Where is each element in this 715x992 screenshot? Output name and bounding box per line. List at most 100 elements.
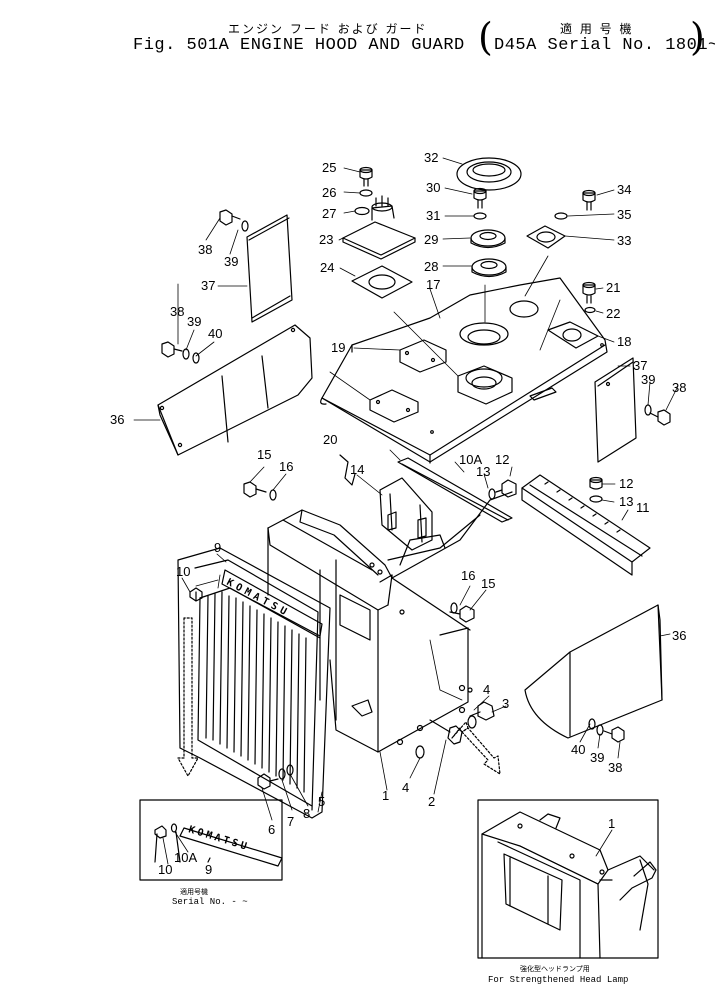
- callout-24: 23: [319, 232, 333, 247]
- arrow-diagonal: [451, 721, 501, 775]
- side-cover-right-37: [524, 604, 663, 739]
- bolt-39-left: [161, 341, 183, 358]
- washer-14-top: [488, 488, 496, 500]
- inset-right-caption-jp: 強化型ヘッドランプ用: [520, 965, 590, 973]
- title-japanese: エンジン フード および ガード: [228, 22, 428, 36]
- washer-40-right: [644, 404, 652, 416]
- bolt-31: [473, 187, 487, 209]
- washer-7: [278, 768, 286, 780]
- callout-36: 35: [617, 207, 631, 222]
- callout-13-right: 12: [619, 476, 633, 491]
- washer-40-top: [241, 220, 249, 232]
- washer-28: [354, 206, 370, 216]
- callout-labels: 32 30 31 29 28 34 35 33 25 26 27 23 24 1…: [110, 150, 686, 877]
- callout-32: 31: [426, 208, 440, 223]
- bolt-26: [359, 166, 373, 187]
- inset-left-badge: [154, 823, 283, 867]
- callout-20: 19: [331, 340, 345, 355]
- inset-left-serial-label: Serial No. - ~: [172, 897, 248, 907]
- inset-right-frame: [477, 799, 659, 959]
- washer-17-mid: [450, 602, 458, 614]
- bolt-13-top: [495, 479, 517, 498]
- washer-17-top: [269, 489, 277, 501]
- callout-8: 8: [303, 806, 310, 821]
- callout-40-left: 39: [187, 314, 201, 329]
- inset-badge-text: KOMATSU: [187, 824, 251, 853]
- rail-11: [397, 457, 513, 523]
- callout-37-left: 36: [110, 412, 124, 427]
- bolt-39-right: [649, 409, 671, 426]
- callout-7: 7: [287, 814, 294, 829]
- callout-40-top: 39: [224, 254, 238, 269]
- washer-41-bottom: [588, 718, 596, 730]
- callout-40-bottom: 39: [590, 750, 604, 765]
- washer-41-left: [192, 352, 200, 364]
- hinge-bar-12: [521, 474, 651, 576]
- applicable-serial: D45A Serial No. 1801~: [494, 36, 715, 55]
- inset-left-frame: [139, 799, 283, 881]
- callout-28: 27: [322, 206, 336, 221]
- bolt-39-top: [219, 209, 241, 226]
- inset-right-caption: For Strengthened Head Lamp: [488, 975, 629, 985]
- callout-1: 1: [382, 788, 389, 803]
- callout-23: 22: [606, 306, 620, 321]
- callout-14-right: 13: [619, 494, 633, 509]
- callout-21: 20: [323, 432, 337, 447]
- callout-30: 29: [424, 232, 438, 247]
- flange-30: [470, 229, 506, 249]
- bolt-22: [582, 281, 596, 304]
- applicable-japanese: 適 用 号 機: [560, 22, 634, 36]
- callout-39-right: 38: [672, 380, 686, 395]
- callout-16-top: 15: [257, 447, 271, 462]
- callout-33: 32: [424, 150, 438, 165]
- callout-11: 10A: [459, 452, 482, 467]
- callout-37-right: 36: [672, 628, 686, 643]
- bracket-15: [379, 477, 433, 551]
- washer-27: [359, 189, 373, 197]
- callout-10-top: 10: [176, 564, 190, 579]
- side-cover-left-37: [157, 324, 313, 456]
- callout-15: 14: [350, 462, 364, 477]
- bracket-21: [339, 454, 356, 486]
- inset-left-leaders: [162, 831, 189, 865]
- washer-40-left: [182, 348, 190, 360]
- washer-4-upper: [467, 715, 477, 729]
- side-plate-left-38: [246, 214, 293, 323]
- callout-5: 5: [318, 794, 325, 809]
- callout-4-upper: 4: [483, 682, 490, 697]
- callout-17-top: 16: [279, 459, 293, 474]
- engine-hood: [320, 277, 608, 464]
- callout-13-top: 12: [495, 452, 509, 467]
- callout-31: 30: [426, 180, 440, 195]
- gasket-34: [526, 225, 566, 249]
- callout-39-left: 38: [170, 304, 184, 319]
- callout-6: 6: [268, 822, 275, 837]
- washer-23: [584, 306, 596, 314]
- bolt-41-right: [603, 726, 625, 743]
- inset-left-serial-jp: 適用号機: [180, 888, 208, 896]
- callout-27: 26: [322, 185, 336, 200]
- washer-4-lower: [415, 745, 425, 759]
- callout-25: 24: [320, 260, 334, 275]
- gasket-25: [351, 265, 413, 299]
- bolt-3: [469, 701, 495, 721]
- side-plate-right-38: [594, 357, 637, 463]
- paren-close: ): [690, 15, 705, 59]
- callout-4-lower: 4: [402, 780, 409, 795]
- callout-29: 28: [424, 259, 438, 274]
- figure-title: Fig. 501A ENGINE HOOD AND GUARD: [133, 36, 465, 55]
- inset-right-guard: [481, 811, 657, 959]
- callout-3: 3: [502, 696, 509, 711]
- washer-40-bottom: [596, 724, 604, 736]
- grille-badge-text: KOMATSU: [225, 577, 292, 620]
- callout-12: 11: [636, 500, 650, 515]
- callout-22: 21: [606, 280, 620, 295]
- callout-39-top: 38: [198, 242, 212, 257]
- callout-26: 25: [322, 160, 336, 175]
- callout-34: 33: [617, 233, 631, 248]
- bolt-13-right: [589, 476, 603, 490]
- callout-18: 17: [426, 277, 440, 292]
- callout-2: 2: [428, 794, 435, 809]
- elbow-24: [342, 195, 416, 260]
